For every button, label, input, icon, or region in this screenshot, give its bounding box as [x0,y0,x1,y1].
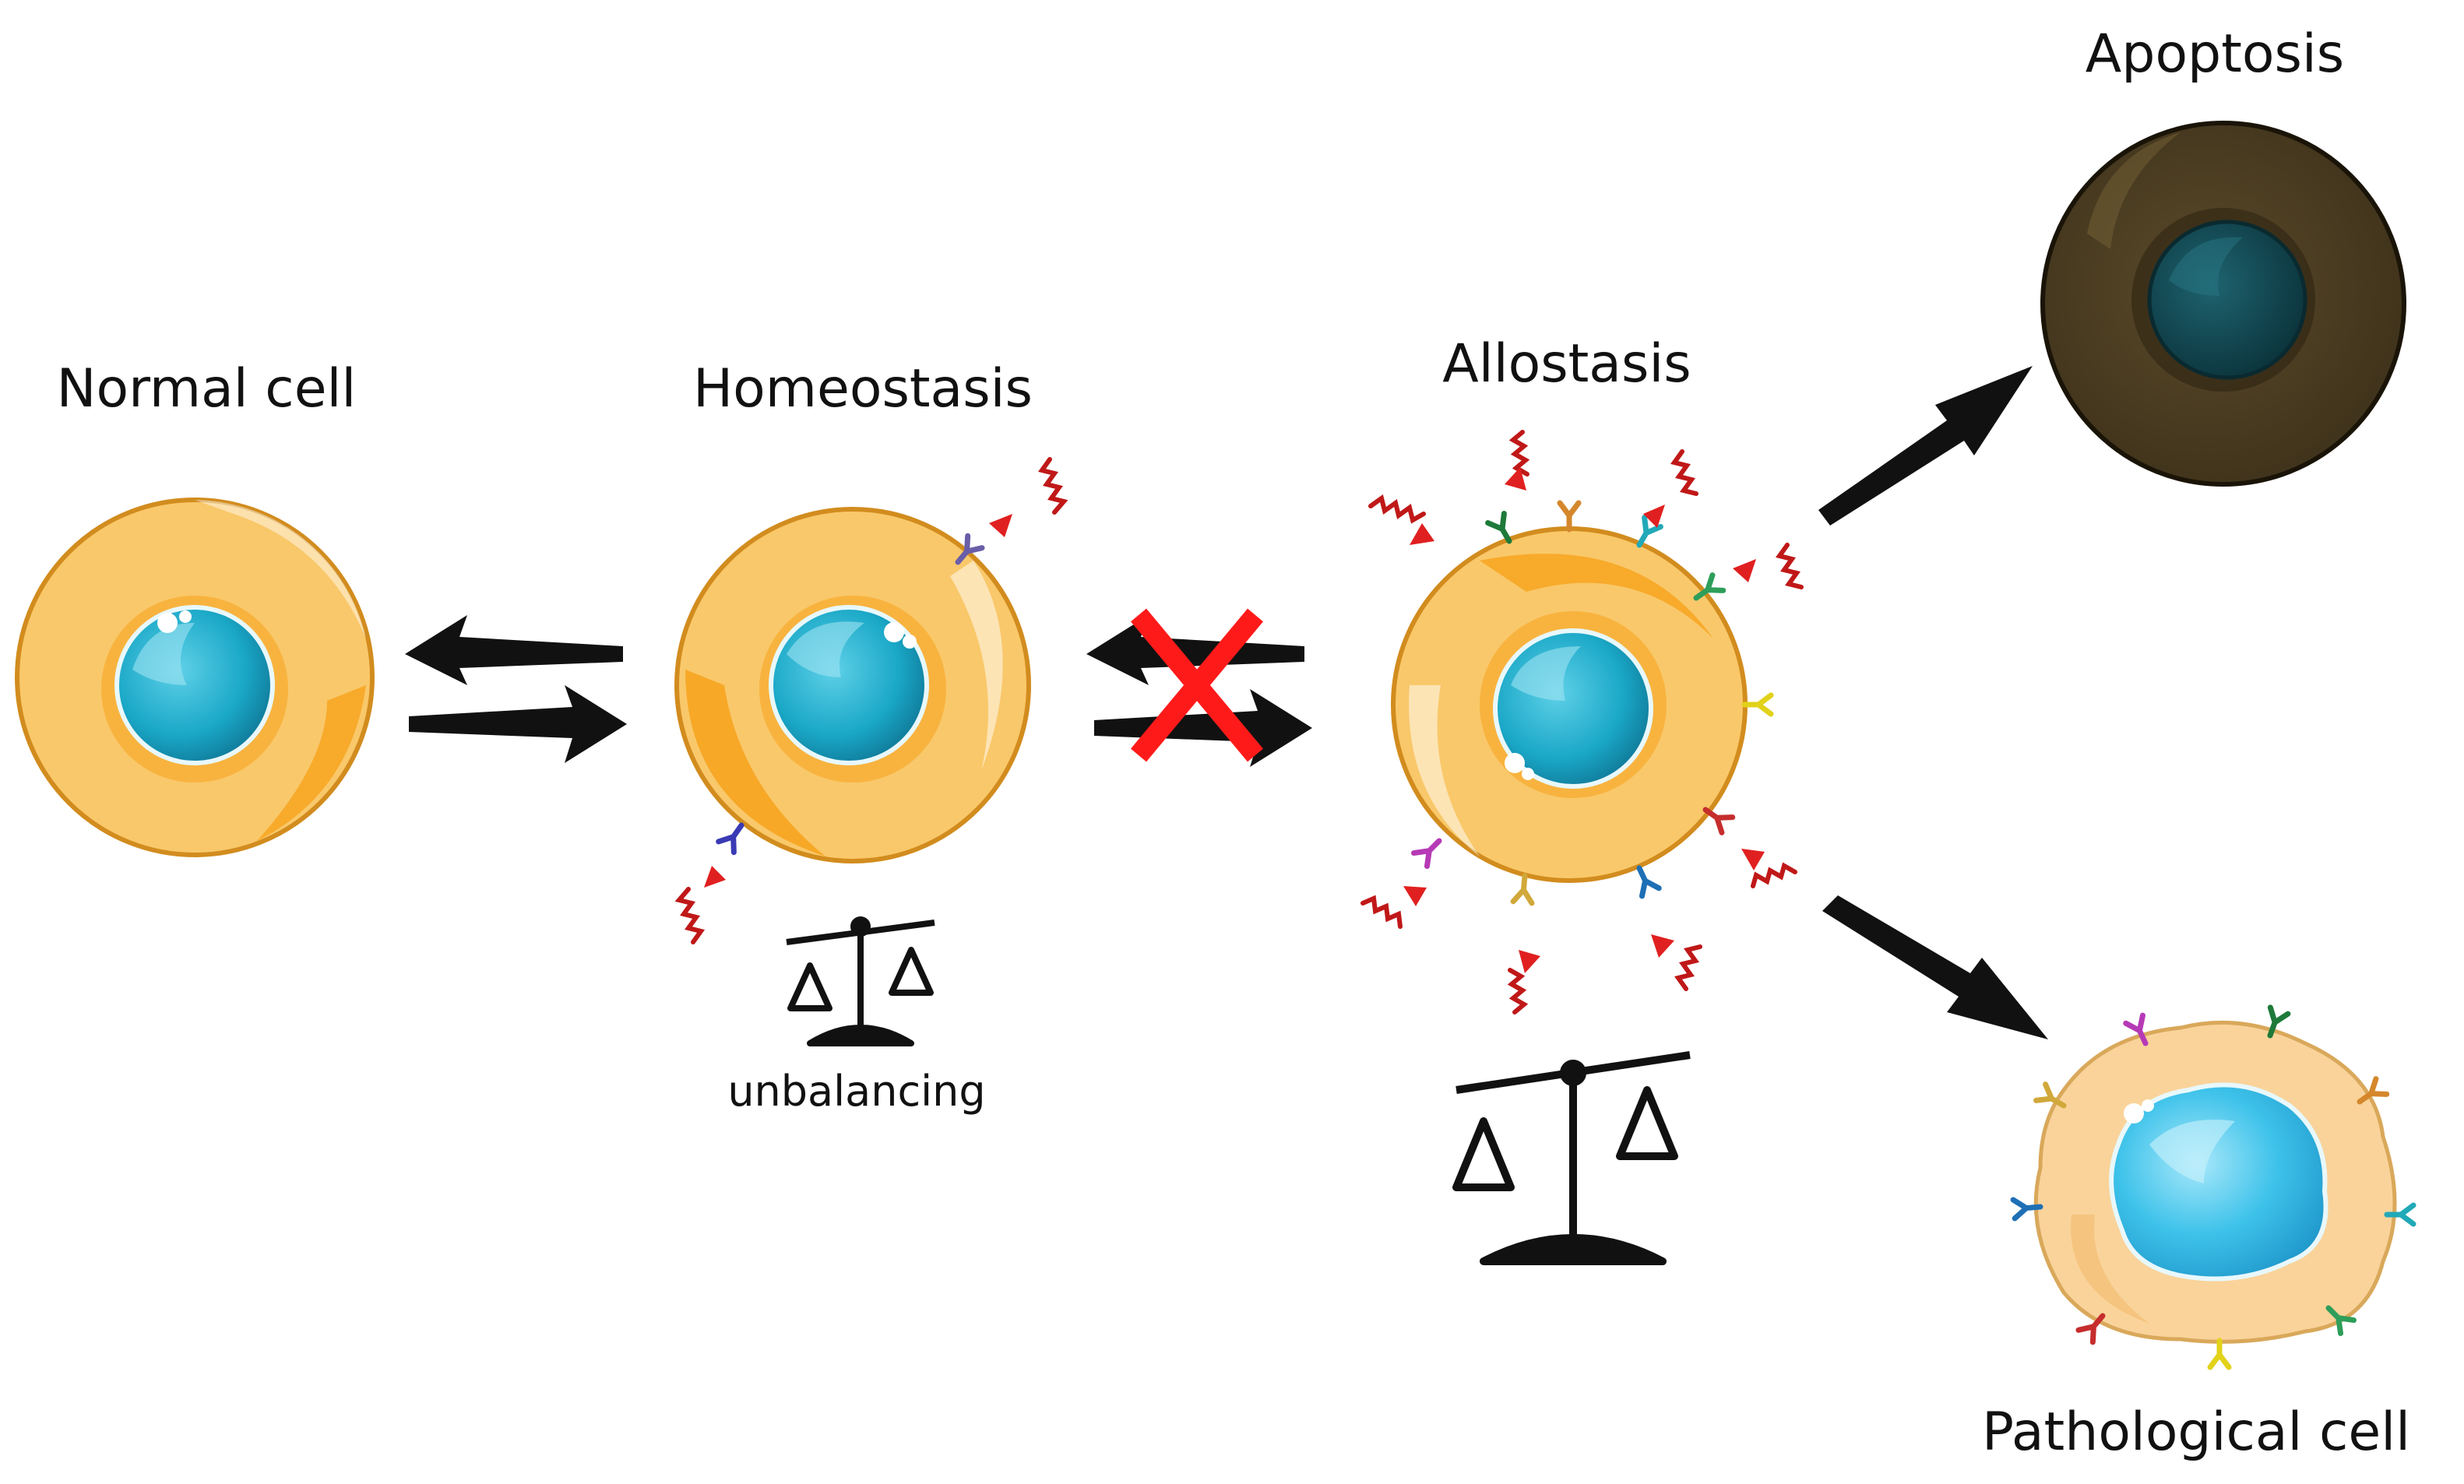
red-x-icon [1131,608,1263,762]
squiggle-arrow-icon [1751,862,1797,888]
squiggle-arrow-icon [1674,944,1702,991]
squiggle-arrow-icon [1507,968,1529,1015]
arrow-to-pathological [1822,895,2048,1039]
squiggle-arrow-icon [1508,430,1530,476]
reversible-arrows-1 [405,615,627,763]
homeostasis-cell [674,507,1031,863]
blocked-reversible-arrows [1086,608,1312,767]
pathological-cell [2013,1008,2413,1367]
label-pathological-cell: Pathological cell [1982,1401,2410,1463]
squiggle-arrow-icon [674,866,726,944]
label-allostasis: Allostasis [1442,333,1691,395]
apoptotic-cell [2040,121,2406,487]
allostasis-cell [1391,503,1771,903]
normal-cell [15,498,375,857]
squiggle-arrow-icon [1670,449,1698,496]
label-normal-cell: Normal cell [57,358,357,420]
balance-scale-icon [1452,1051,1691,1265]
label-unbalancing: unbalancing [727,1067,985,1116]
squiggle-arrow-icon [1368,494,1426,524]
label-apoptosis: Apoptosis [2086,23,2344,85]
stimuli-allostasis [1360,430,1804,1015]
squiggle-arrow-icon [1360,895,1403,929]
balance-scale-icon [786,916,935,1046]
squiggle-arrow-icon [989,457,1068,537]
squiggle-arrow-icon [1775,543,1804,589]
label-homeostasis: Homeostasis [693,358,1033,420]
arrow-to-apoptosis [1818,366,2033,526]
